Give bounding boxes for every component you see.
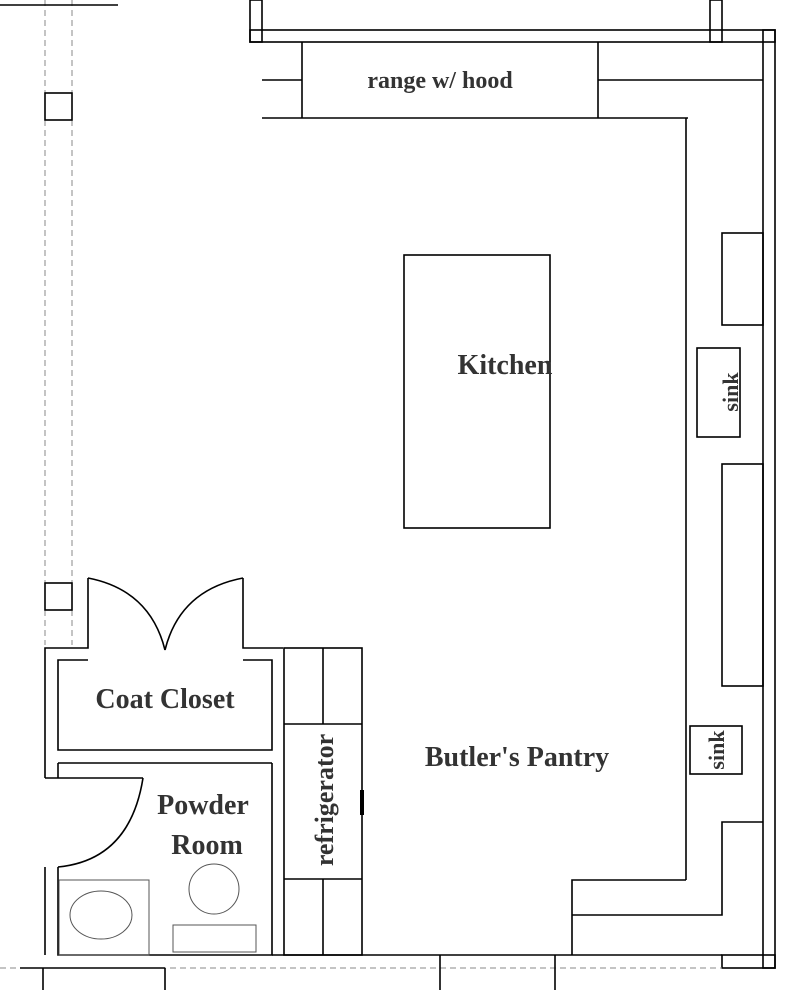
sink-basin xyxy=(69,890,133,940)
coat-closet xyxy=(44,577,283,778)
butlers-pantry-label: Butler's Pantry xyxy=(425,742,609,773)
right-counters xyxy=(571,232,764,955)
range-counter xyxy=(262,42,763,880)
powder-room xyxy=(20,763,273,990)
sink-upper-label: sink xyxy=(718,372,743,412)
dashed-guides xyxy=(0,0,722,969)
refrigerator xyxy=(272,647,722,990)
sink-lower xyxy=(689,725,743,775)
powder-room-label-2: Room xyxy=(171,830,243,861)
toilet xyxy=(188,863,240,915)
kitchen-island xyxy=(403,254,551,529)
kitchen-label: Kitchen xyxy=(458,350,553,381)
sink-lower-label: sink xyxy=(704,730,729,770)
coat-closet-label: Coat Closet xyxy=(95,684,235,715)
range-label: range w/ hood xyxy=(367,68,513,94)
powder-room-label-1: Powder xyxy=(157,790,249,821)
refrigerator-label: refrigerator xyxy=(310,734,339,866)
sink-upper xyxy=(696,347,741,438)
